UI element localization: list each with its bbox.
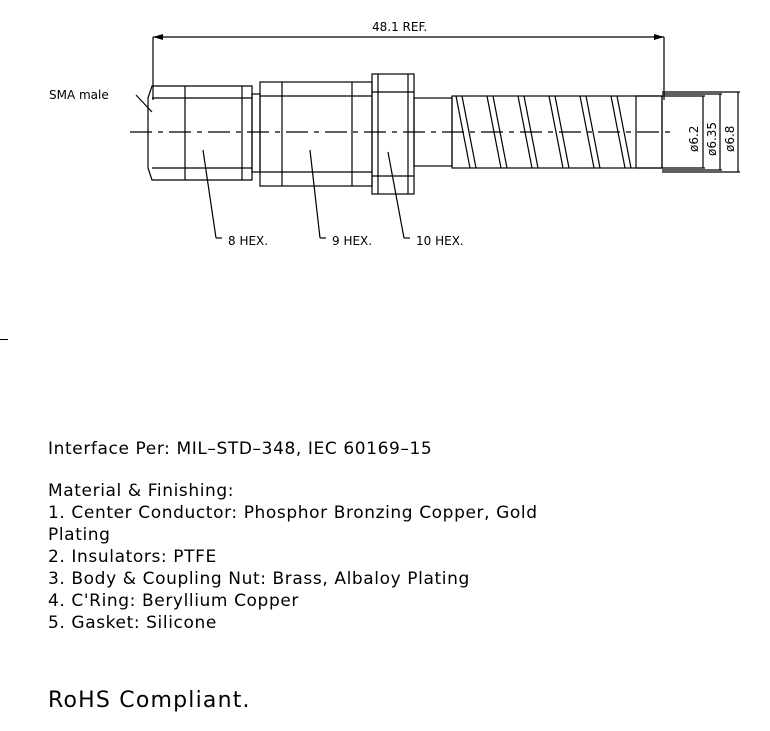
diameter-label-6-8: ø6.8 xyxy=(723,126,737,152)
rohs-compliance: RoHS Compliant. xyxy=(48,688,251,713)
leader-9-hex xyxy=(309,149,321,239)
length-dimension-label: 48.1 REF. xyxy=(372,20,427,34)
connector-drawing: 48.1 REF. SMA male 8 HEX. 9 HEX. 10 HEX.… xyxy=(49,20,740,248)
leader-8-hex xyxy=(202,149,217,239)
sma-male-label: SMA male xyxy=(49,88,109,102)
material-item: 4. C'Ring: Beryllium Copper xyxy=(48,591,299,611)
hex-label-10: 10 HEX. xyxy=(416,234,464,248)
hex-label-9: 9 HEX. xyxy=(332,234,372,248)
sma-male-hex-nut xyxy=(147,85,253,181)
body-9-hex xyxy=(259,81,373,187)
diameter-label-6-35: ø6.35 xyxy=(705,122,719,156)
margin-tick-mark xyxy=(0,339,8,340)
material-item: Plating xyxy=(48,525,111,545)
interface-spec: Interface Per: MIL–STD–348, IEC 60169–15 xyxy=(48,439,433,459)
material-item: 5. Gasket: Silicone xyxy=(48,613,217,633)
material-item: 2. Insulators: PTFE xyxy=(48,547,217,567)
hex-label-8: 8 HEX. xyxy=(228,234,268,248)
diameter-label-6-2: ø6.2 xyxy=(687,126,701,152)
notes-block: Interface Per: MIL–STD–348, IEC 60169–15… xyxy=(48,438,748,634)
material-item: 3. Body & Coupling Nut: Brass, Albaloy P… xyxy=(48,569,470,589)
leader-10-hex xyxy=(387,151,405,239)
material-item: 1. Center Conductor: Phosphor Bronzing C… xyxy=(48,503,538,523)
material-heading: Material & Finishing: xyxy=(48,481,235,501)
